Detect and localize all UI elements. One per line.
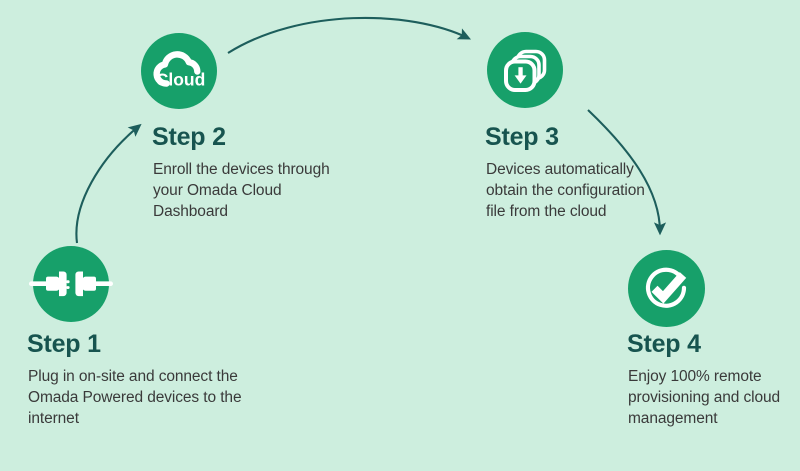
step-3-title: Step 3 bbox=[485, 123, 559, 151]
step-4-description: Enjoy 100% remote provisioning and cloud… bbox=[628, 368, 781, 427]
arrow-step2-to-step3 bbox=[227, 16, 472, 54]
step-2-badge: Cloud bbox=[141, 33, 217, 109]
download-stack-icon bbox=[504, 49, 547, 92]
step-3-badge bbox=[487, 32, 563, 108]
step-3-description: Devices automatically obtain the configu… bbox=[486, 161, 645, 220]
cloud-icon-label: Cloud bbox=[156, 70, 206, 90]
step-1-title: Step 1 bbox=[27, 330, 101, 358]
step-2-title: Step 2 bbox=[152, 123, 226, 151]
check-circle-icon bbox=[645, 267, 687, 308]
step-2-description: Enroll the devices through your Omada Cl… bbox=[153, 161, 330, 220]
step-1-badge bbox=[29, 246, 113, 322]
step-1-description: Plug in on-site and connect the Omada Po… bbox=[28, 368, 242, 427]
cloud-icon: Cloud bbox=[153, 51, 206, 90]
arrow-step1-to-step2 bbox=[75, 123, 142, 244]
step-4-badge bbox=[628, 250, 705, 327]
plug-connector-icon bbox=[29, 271, 113, 297]
step-4-title: Step 4 bbox=[627, 330, 701, 358]
